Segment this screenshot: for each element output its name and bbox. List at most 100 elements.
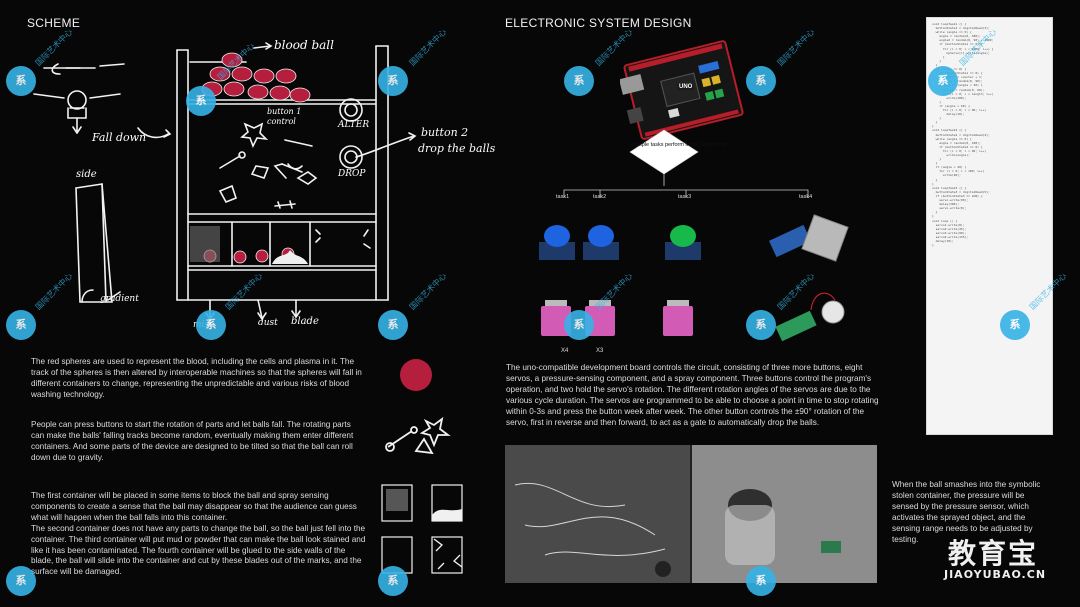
watermark-logo: 系: [746, 310, 776, 340]
servo-label-x4: X4: [561, 348, 569, 354]
scheme-paragraph-3: The first container will be placed in so…: [31, 491, 366, 577]
rotating-parts-icon: [385, 416, 451, 455]
label-control: control: [267, 117, 296, 126]
footer-domain: JIAOYUBAO.CN: [944, 568, 1047, 581]
label-dust: dust: [258, 318, 278, 328]
device-photo-art: [505, 445, 877, 583]
code-line: }: [932, 124, 934, 129]
label-alter: ALTER: [338, 120, 370, 130]
code-line: }: [932, 58, 942, 63]
pressure-sensor: [768, 214, 849, 262]
scheme-illustrations: [381, 359, 463, 574]
watermark-logo: 系: [378, 66, 408, 96]
code-line: for (i = 0; i < 90; i++): [932, 107, 987, 112]
code-line: for (i = 0; i < 1000; i++) {: [932, 46, 994, 51]
task-label-4: task4: [799, 194, 813, 200]
electronic-title: ELECTRONIC SYSTEM DESIGN: [505, 16, 692, 30]
task-label-2: task2: [593, 194, 607, 200]
code-line: angle2 = random(0, 90) + 1800;: [932, 38, 994, 43]
code-line: while (angle == 0) {: [932, 30, 972, 35]
scheme-sketch: [33, 42, 417, 321]
code-line: servo3.write(90);: [932, 230, 967, 235]
code-line: buttonState1 = digitalRead(3);: [932, 26, 990, 31]
code-line: for (i = 0; i < 90; i++): [932, 148, 987, 153]
label-blood-ball: blood ball: [274, 38, 334, 52]
label-fall-down: Fall down: [92, 131, 147, 144]
code-line: servo1.write(0);: [932, 222, 965, 227]
code-line: }: [932, 243, 934, 248]
watermark-text: 国际艺术中心: [775, 27, 817, 68]
code-line: if (buttonState2 == 0) {: [932, 144, 983, 149]
task-modules: [539, 214, 849, 342]
watermark-logo: 系: [378, 566, 408, 596]
scheme-title: SCHEME: [27, 16, 81, 30]
push-button-green: [665, 225, 701, 260]
watermark-logo: 系: [1000, 310, 1030, 340]
label-button2: button 2: [421, 126, 469, 139]
watermark-logo: 系: [186, 86, 216, 116]
watermark-logo: 系: [564, 66, 594, 96]
watermark-logo: 系: [378, 310, 408, 340]
code-line: }: [932, 62, 938, 67]
code-line: }: [932, 177, 938, 182]
code-line: angle = random(0, 180);: [932, 34, 981, 39]
code-line: delay(300);: [932, 202, 960, 207]
code-line: delay(10);: [932, 112, 965, 117]
servo-3: [663, 300, 693, 336]
label-drop-balls: drop the balls: [418, 142, 496, 155]
code-line: void loopTask2 () {: [932, 128, 967, 133]
code-line: if (angle > 60) {: [932, 103, 970, 108]
servo-label-x3: X3: [596, 348, 604, 354]
watermark-logo: 系: [928, 66, 958, 96]
uno-board: [620, 40, 744, 140]
code-line: }: [932, 54, 945, 59]
task-label-3: task3: [678, 194, 692, 200]
watermark-logo: 系: [746, 566, 776, 596]
label-gradient: gradient: [100, 294, 139, 304]
code-line: void loopTask1 () {: [932, 22, 967, 26]
watermark-logo: 系: [6, 66, 36, 96]
code-line: servo.write(90);: [932, 198, 969, 203]
code-line: servo4.write(135);: [932, 234, 969, 239]
code-line: buttonState3 = digitalRead(5);: [932, 189, 990, 194]
watermark-logo: 系: [6, 566, 36, 596]
code-line: while (angle == 0) {: [932, 136, 972, 141]
label-blade: blade: [291, 316, 319, 327]
code-line: if (angle > 20) {: [932, 165, 967, 170]
footer-brand: 教育宝: [948, 537, 1039, 570]
code-line: }: [932, 210, 938, 215]
code-line: }: [932, 120, 938, 125]
code-line: }: [932, 99, 942, 104]
electronic-description: The uno-compatible development board con…: [506, 363, 879, 427]
code-line: delay(10);: [932, 238, 954, 243]
watermark-logo: 系: [196, 310, 226, 340]
code-line: servo.write(0);: [932, 206, 967, 211]
code-line: void loop () {: [932, 218, 958, 223]
code-line: write(angle);: [932, 153, 970, 157]
label-side: side: [76, 169, 97, 180]
uno-board-label: UNO: [677, 84, 695, 90]
device-photo: [505, 445, 877, 583]
spray-module: [775, 292, 845, 342]
push-button-blue-1: [539, 225, 575, 260]
code-line: myServo[i].write(angle);: [932, 50, 990, 55]
scheme-paragraph-1: The red spheres are used to represent th…: [31, 357, 362, 399]
code-line: }: [932, 161, 938, 166]
code-lines: void loopTask1 () { buttonState1 = digit…: [932, 22, 1047, 247]
code-line: for (i = 0; i < 180; i++): [932, 169, 985, 174]
label-drop: DROP: [338, 169, 366, 179]
code-line: write(180);: [932, 95, 967, 100]
code-line: }: [932, 181, 934, 186]
watermark-logo: 系: [746, 66, 776, 96]
flow-box-text: multiple tasks perform in the same time: [630, 142, 726, 148]
code-line: }: [932, 116, 942, 121]
side-note: When the ball smashes into the symbolic …: [892, 480, 1041, 544]
code-line: if (buttonState3 == LOW) {: [932, 193, 983, 198]
scheme-paragraph-2: People can press buttons to start the ro…: [31, 420, 354, 462]
blood-ball-icon: [400, 359, 432, 391]
label-button1: button 1: [267, 107, 302, 116]
container-mist-icon: [381, 484, 413, 522]
code-line: write(90);: [932, 173, 961, 178]
code-line: buttonState2 = digitalRead(4);: [932, 132, 990, 137]
code-line: }: [932, 214, 934, 219]
